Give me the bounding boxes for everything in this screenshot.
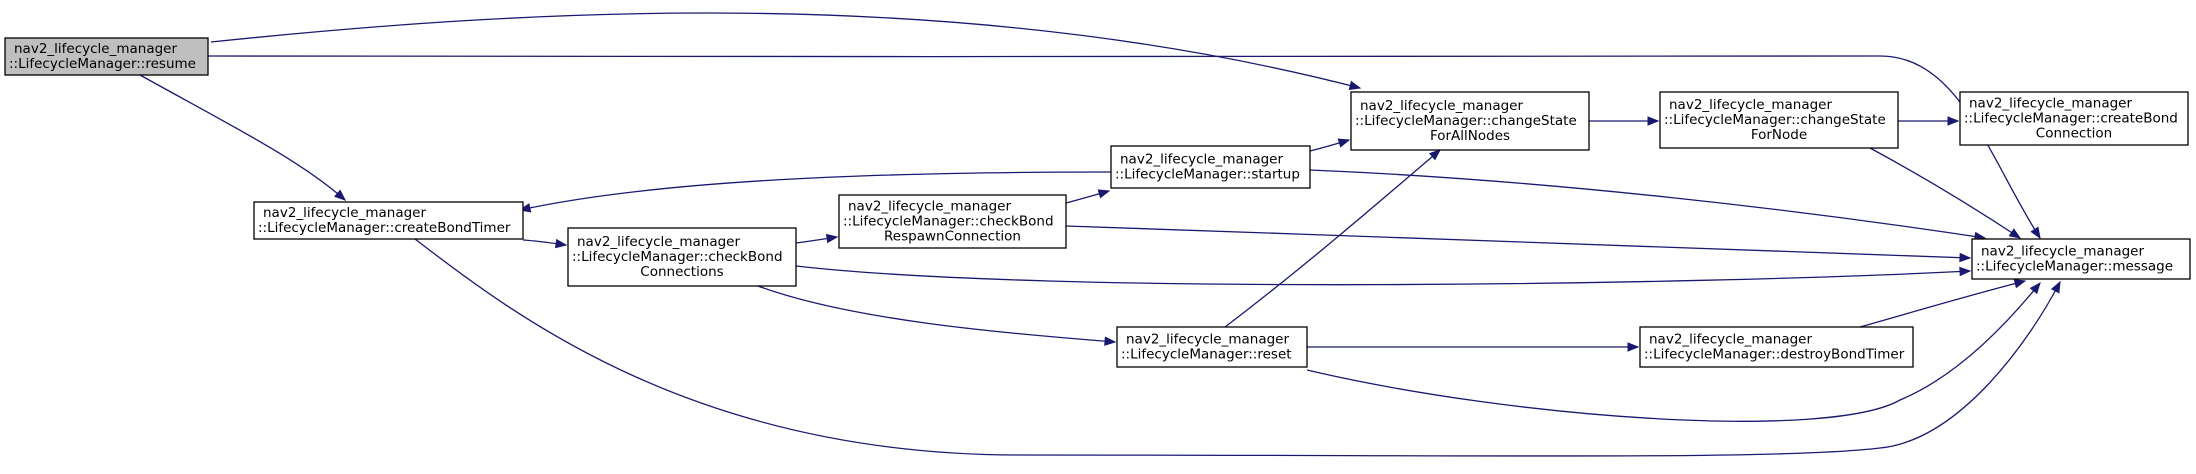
arrowhead [2030, 226, 2041, 240]
arrowhead [1097, 189, 1111, 199]
edge-checkBondConnections-to-message [795, 265, 1972, 286]
edge-reset-to-destroyBondTimer [1307, 342, 1640, 352]
arrowhead [1337, 138, 1351, 148]
edge-line [1306, 282, 2041, 422]
node-box[interactable] [1971, 238, 2191, 280]
node-label-line: nav2_lifecycle_manager [1120, 152, 1283, 168]
node-label-line: ::LifecycleManager::destroyBondTimer [1644, 347, 1905, 363]
node-box[interactable] [1116, 326, 1308, 368]
node-reset[interactable]: nav2_lifecycle_manager::LifecycleManager… [1116, 326, 1308, 368]
edge-checkBondConnections-to-checkBondRespawnConnection [795, 233, 839, 244]
edge-line [139, 74, 346, 201]
node-message[interactable]: nav2_lifecycle_manager::LifecycleManager… [1971, 238, 2191, 280]
node-box[interactable] [567, 227, 797, 287]
node-label-line: ForNode [1751, 127, 1807, 143]
arrowhead [1627, 342, 1640, 352]
arrowhead [2013, 279, 2027, 289]
node-changeStateForNode[interactable]: nav2_lifecycle_manager::LifecycleManager… [1659, 91, 1899, 149]
edge-createBondTimer-to-message [414, 238, 2061, 457]
edge-line [519, 171, 1112, 211]
node-label-line: ForAllNodes [1430, 128, 1510, 144]
node-label-line: RespawnConnection [884, 229, 1021, 245]
edge-line [1065, 225, 1971, 259]
node-label-line: ::LifecycleManager::startup [1115, 167, 1300, 183]
arrowhead [1959, 252, 1972, 263]
arrowhead [825, 233, 839, 244]
node-box[interactable] [1110, 145, 1311, 189]
edge-line [1309, 169, 1986, 239]
node-createBondTimer[interactable]: nav2_lifecycle_manager::LifecycleManager… [253, 201, 524, 240]
node-label-line: ::LifecycleManager::changeState [1664, 112, 1886, 128]
edge-line [414, 238, 2061, 457]
edge-destroyBondTimer-to-message [1859, 279, 2027, 328]
arrowhead [1348, 80, 1362, 90]
node-label-line: nav2_lifecycle_manager [14, 41, 177, 57]
node-resume[interactable]: nav2_lifecycle_manager::LifecycleManager… [4, 37, 209, 76]
arrowhead [1428, 149, 1442, 161]
edge-createBondTimer-to-checkBondConnections [522, 238, 568, 249]
edge-line [757, 285, 1116, 343]
node-label-line: nav2_lifecycle_manager [848, 199, 1011, 215]
node-label-line: nav2_lifecycle_manager [1981, 244, 2144, 260]
arrowhead [1647, 116, 1660, 126]
node-box[interactable] [1639, 326, 1914, 368]
arrowhead [2050, 280, 2061, 294]
arrowhead [2008, 228, 2022, 239]
edge-startup-to-message [1309, 169, 1987, 242]
edge-resume-to-createBondTimer [139, 74, 347, 201]
node-label-line: ::LifecycleManager::checkBond [843, 214, 1054, 230]
edge-line [1224, 149, 1441, 328]
node-createBondConnection[interactable]: nav2_lifecycle_manager::LifecycleManager… [1959, 91, 2189, 146]
node-box[interactable] [1659, 91, 1899, 149]
node-box[interactable] [1350, 91, 1590, 151]
node-label-line: ::LifecycleManager::createBondTimer [258, 220, 511, 236]
node-label-line: ::LifecycleManager::resume [9, 56, 196, 72]
edge-line [210, 12, 1361, 89]
edge-checkBondRespawnConnection-to-startup [1065, 189, 1111, 204]
edge-checkBondConnections-to-reset [757, 285, 1117, 346]
node-destroyBondTimer[interactable]: nav2_lifecycle_manager::LifecycleManager… [1639, 326, 1914, 368]
arrowhead [1947, 116, 1960, 126]
node-label-line: ::LifecycleManager::reset [1121, 347, 1292, 363]
node-checkBondConnections[interactable]: nav2_lifecycle_manager::LifecycleManager… [567, 227, 797, 287]
edge-line [1869, 147, 2021, 239]
edge-reset-to-message [1306, 281, 2041, 422]
node-label-line: Connection [2036, 126, 2112, 142]
node-label-line: ::LifecycleManager::checkBond [572, 249, 783, 265]
node-label-line: ::LifecycleManager::message [1976, 259, 2173, 275]
nodes: nav2_lifecycle_manager::LifecycleManager… [4, 37, 2191, 368]
edge-checkBondRespawnConnection-to-message [1065, 225, 1972, 263]
edge-changeStateForNode-to-createBondConnection [1897, 116, 1960, 126]
node-changeStateForAllNodes[interactable]: nav2_lifecycle_manager::LifecycleManager… [1350, 91, 1590, 151]
arrowhead [1959, 266, 1972, 277]
node-startup[interactable]: nav2_lifecycle_manager::LifecycleManager… [1110, 145, 1311, 189]
arrowhead [2029, 281, 2041, 295]
node-box[interactable] [253, 201, 524, 240]
arrowhead [1104, 336, 1117, 346]
edge-changeStateForNode-to-message [1869, 147, 2022, 239]
arrowhead [554, 238, 568, 249]
node-box[interactable] [838, 194, 1067, 249]
node-box[interactable] [1959, 91, 2189, 146]
node-checkBondRespawnConnection[interactable]: nav2_lifecycle_manager::LifecycleManager… [838, 194, 1067, 249]
node-label-line: nav2_lifecycle_manager [1669, 97, 1832, 113]
node-label-line: ::LifecycleManager::changeState [1355, 113, 1577, 129]
node-box[interactable] [4, 37, 209, 76]
edge-line [795, 265, 1971, 286]
edge-resume-to-changeStateForAllNodes [210, 12, 1362, 90]
node-label-line: nav2_lifecycle_manager [1360, 98, 1523, 114]
node-label-line: nav2_lifecycle_manager [1649, 332, 1812, 348]
node-label-line: ::LifecycleManager::createBond [1964, 111, 2178, 127]
edge-changeStateForAllNodes-to-changeStateForNode [1588, 116, 1660, 126]
node-label-line: Connections [640, 264, 723, 280]
node-label-line: nav2_lifecycle_manager [1969, 96, 2132, 112]
edge-reset-to-changeStateForAllNodes [1224, 149, 1442, 328]
edge-startup-to-changeStateForAllNodes [1309, 138, 1351, 152]
edge-line [1859, 280, 2026, 328]
node-label-line: nav2_lifecycle_manager [263, 205, 426, 221]
node-label-line: nav2_lifecycle_manager [577, 234, 740, 250]
arrowhead [333, 189, 347, 201]
node-label-line: nav2_lifecycle_manager [1126, 332, 1289, 348]
